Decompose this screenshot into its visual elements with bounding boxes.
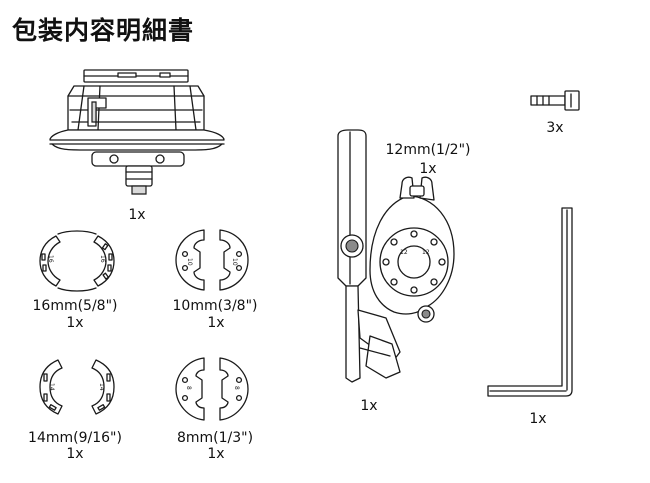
shim-8mm-right-mark: 8 (233, 386, 240, 390)
shim-10mm-right-mark: 10 (231, 258, 238, 266)
hex-key-qty: 1x (529, 411, 547, 427)
shim-10mm-size: 10mm(3/8") (172, 298, 258, 314)
screw-illustration (527, 88, 583, 112)
clamp-ring-left-mark: 12 (400, 249, 408, 256)
hex-key-illustration (484, 204, 582, 400)
shim-8mm-size: 8mm(1/3") (176, 430, 254, 446)
shim-16mm-right-mark: 16 (99, 255, 106, 263)
shim-16mm-qty: 1x (66, 315, 84, 331)
clamp-arm-illustration: 12 12 (330, 128, 478, 386)
shim-14mm-illustration: 14 14 (38, 354, 116, 420)
shim-10mm-left-mark: 10 (186, 258, 193, 266)
shim-8mm-qty: 1x (207, 446, 225, 462)
shim-14mm-qty: 1x (66, 446, 84, 462)
clamp-size: 12mm(1/2") (385, 142, 471, 158)
shim-8mm-illustration: 8 8 (174, 356, 250, 422)
shim-16mm-illustration: 16 16 (38, 230, 116, 292)
quick-release-mount-illustration (48, 64, 226, 206)
shim-10mm-illustration: 10 10 (174, 228, 250, 292)
page-title: 包装内容明細書 (12, 16, 195, 45)
shim-16mm-size: 16mm(5/8") (32, 298, 118, 314)
shim-8mm-left-mark: 8 (185, 386, 192, 390)
quick-release-mount-qty: 1x (128, 207, 146, 223)
shim-16mm-left-mark: 16 (47, 255, 54, 263)
clamp-qty: 1x (419, 161, 437, 177)
clamp-arm-qty: 1x (360, 398, 378, 414)
screw-qty: 3x (546, 120, 564, 136)
clamp-ring-right-mark: 12 (422, 249, 430, 256)
shim-14mm-size: 14mm(9/16") (28, 430, 122, 446)
shim-14mm-right-mark: 14 (98, 383, 105, 391)
shim-14mm-left-mark: 14 (48, 383, 55, 391)
shim-10mm-qty: 1x (207, 315, 225, 331)
